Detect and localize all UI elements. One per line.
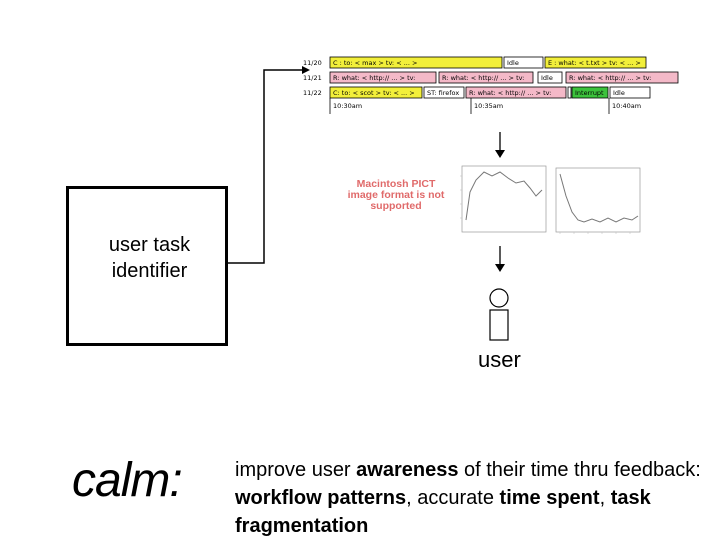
time-label-3: 10:40am bbox=[612, 102, 641, 110]
timeline-date-3: 11/22 bbox=[303, 89, 322, 97]
identifier-label-line2: identifier bbox=[111, 260, 188, 282]
time-label-2: 10:35am bbox=[474, 102, 503, 110]
timeline-segment bbox=[567, 86, 572, 99]
timeline-segment-label: Idle bbox=[541, 74, 553, 82]
desc-text-1: improve user bbox=[235, 459, 357, 481]
timeline-segment-label: R: what: < http:// ... > tv: bbox=[442, 74, 524, 82]
timeline-segment-label: R: what: < http:// ... > tv: bbox=[469, 89, 551, 97]
identifier-label-line1: user task bbox=[108, 234, 191, 256]
user-task-identifier-box bbox=[66, 186, 228, 346]
timeline-segment-label: R: what: < http:// ... > tv: bbox=[333, 74, 415, 82]
down-arrow-1 bbox=[495, 132, 505, 158]
desc-text-3: , accurate bbox=[406, 487, 500, 509]
desc-bold-fragmentation: task fragmentation bbox=[235, 487, 651, 537]
timeline-segment: R: what: < http:// ... > tv: bbox=[565, 71, 679, 84]
timeline-date-2: 11/21 bbox=[303, 74, 322, 82]
timeline-date-1: 11/20 bbox=[303, 59, 322, 67]
timeline-segment-label: C : to: < max > tv: < ... > bbox=[333, 59, 417, 67]
pict-unsupported-message: Macintosh PICT image format is not suppo… bbox=[347, 178, 445, 212]
timeline-segment: C: to: < scot > tv: < ... > bbox=[329, 86, 423, 99]
calm-heading: calm: bbox=[72, 454, 183, 507]
desc-bold-awareness: awareness bbox=[356, 459, 459, 481]
timeline-segment-label: ST: firefox bbox=[427, 89, 459, 97]
timeline-segment-label: E : what: < t.txt > tv: < ... > bbox=[548, 59, 641, 67]
time-label-1: 10:30am bbox=[333, 102, 362, 110]
time-chart-right bbox=[555, 167, 641, 234]
user-icon bbox=[489, 288, 509, 341]
calm-description: improve user awareness of their time thr… bbox=[235, 456, 705, 540]
timeline-segment-label: Idle bbox=[507, 59, 519, 67]
desc-text-4: , bbox=[599, 487, 611, 509]
timeline-segment: R: what: < http:// ... > tv: bbox=[465, 86, 567, 99]
user-label: user bbox=[478, 347, 521, 372]
timeline-segment: Idle bbox=[503, 56, 544, 69]
identifier-box-label: user task identifier bbox=[92, 232, 207, 284]
timeline-segment: Idle bbox=[609, 86, 651, 99]
timeline-segment: Interrupt bbox=[571, 86, 609, 99]
timeline-segment-label: Interrupt bbox=[575, 89, 604, 97]
timeline-segment: C : to: < max > tv: < ... > bbox=[329, 56, 503, 69]
timeline-segment-label: C: to: < scot > tv: < ... > bbox=[333, 89, 415, 97]
timeline-segment-label: Idle bbox=[613, 89, 625, 97]
time-chart-left bbox=[460, 165, 547, 233]
timeline-segment: Idle bbox=[537, 71, 563, 84]
down-arrow-2 bbox=[495, 246, 505, 272]
timeline-segment: R: what: < http:// ... > tv: bbox=[329, 71, 437, 84]
timeline-segment: ST: firefox bbox=[423, 86, 465, 99]
desc-bold-workflow: workflow patterns bbox=[235, 487, 407, 509]
desc-text-2: of their time thru feedback: bbox=[458, 459, 701, 481]
desc-bold-time-spent: time spent bbox=[499, 487, 600, 509]
timeline-segment: R: what: < http:// ... > tv: bbox=[438, 71, 534, 84]
timeline-segment-label: R: what: < http:// ... > tv: bbox=[569, 74, 651, 82]
timeline-segment: E : what: < t.txt > tv: < ... > bbox=[544, 56, 647, 69]
